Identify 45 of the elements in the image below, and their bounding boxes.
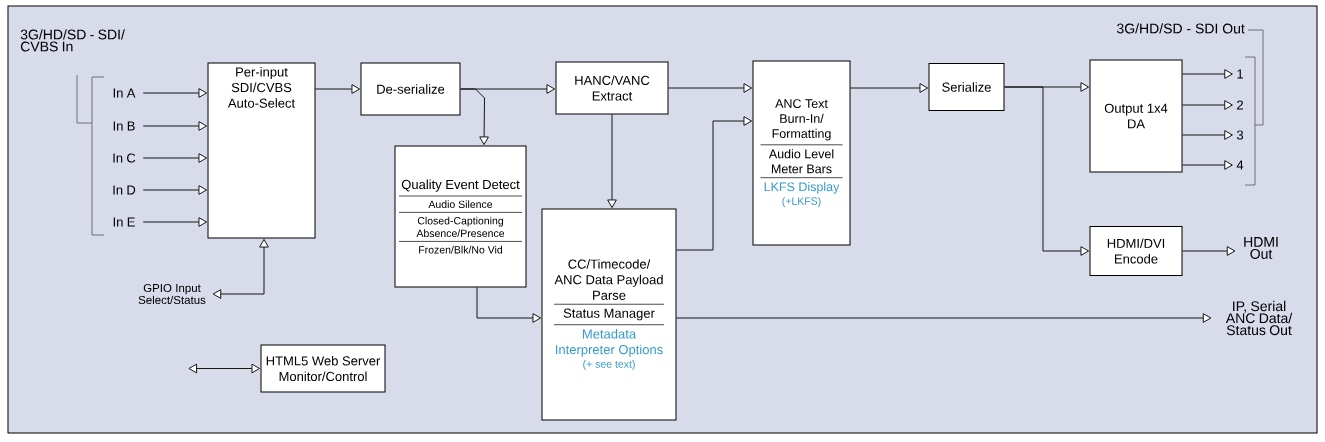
process-box: Output 1x4 DA <box>1089 59 1183 173</box>
arrow <box>1182 160 1233 170</box>
port-label: HDMI Out <box>1244 237 1278 259</box>
input-label: In B <box>113 121 135 131</box>
arrow <box>1182 130 1233 140</box>
arrow <box>1004 86 1090 256</box>
arrow <box>1182 100 1233 110</box>
port-label: IP, Serial ANC Data/ Status Out <box>1225 300 1293 336</box>
process-box: ANC Text Burn-In/ Formatting Audio Level Meter Bars LKFS Display (+LKFS) <box>752 60 851 246</box>
process-box: CC/Timecode/ ANC Data Payload Parse Status Manager Metadata Interpreter Options (+ see text) <box>541 208 677 421</box>
process-box: Serialize <box>928 63 1005 111</box>
input-label: In A <box>113 88 136 98</box>
process-box: HDMI/DVI Encode <box>1089 226 1183 276</box>
port-label: GPIO Input Select/Status <box>138 283 206 305</box>
arrow <box>676 313 1212 323</box>
arrow <box>142 185 208 195</box>
arrow <box>142 121 208 131</box>
arrow <box>212 239 269 299</box>
arrow <box>460 88 489 145</box>
arrow <box>850 83 929 93</box>
process-box: HTML5 Web Server Monitor/Control <box>260 344 386 393</box>
process-box: HANC/VANC Extract <box>555 61 669 115</box>
group-label: 3G/HD/SD - SDI Out <box>1117 23 1245 34</box>
input-label: In D <box>113 185 136 195</box>
arrow <box>188 363 261 374</box>
arrow <box>668 83 753 93</box>
output-label: 3 <box>1236 130 1244 140</box>
arrow <box>676 116 753 251</box>
arrow <box>142 88 208 98</box>
output-label: 1 <box>1237 69 1243 79</box>
input-label: In C <box>113 153 136 163</box>
arrow <box>315 84 361 94</box>
output-label: 4 <box>1236 160 1244 170</box>
arrow <box>1182 69 1233 79</box>
arrow <box>607 114 617 209</box>
process-box: Quality Event Detect Audio Silence Closed-Captioning Absence/Presence Frozen/Blk/No Vid <box>394 145 527 288</box>
group-label: 3G/HD/SD - SDI/ CVBS In <box>20 29 125 52</box>
output-label: 2 <box>1237 100 1243 110</box>
arrow <box>142 153 208 163</box>
arrow <box>1182 246 1236 256</box>
process-box: De-serialize <box>360 62 461 116</box>
arrow <box>142 217 208 227</box>
arrow <box>476 287 542 323</box>
process-box: Per-input SDI/CVBS Auto-Select <box>207 62 316 239</box>
input-label: In E <box>113 217 135 227</box>
